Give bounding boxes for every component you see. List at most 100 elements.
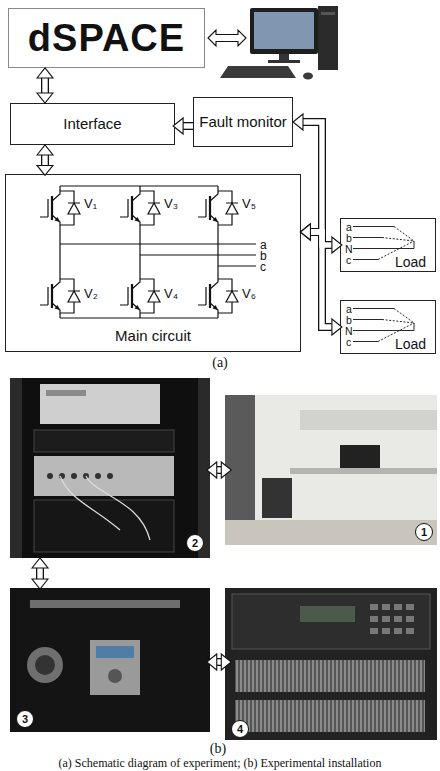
connector-outlines: [40, 78, 332, 662]
load-bank-photo: [382, 604, 390, 610]
hollow-arrow: [37, 568, 42, 579]
rack-photo: [34, 456, 174, 496]
terminal-label: b: [346, 233, 352, 244]
switch-label: V₂: [84, 287, 98, 301]
rack-photo: [40, 384, 160, 424]
hollow-arrow: [217, 659, 222, 664]
converter-photo: [96, 646, 134, 658]
hollow-arrow: [42, 155, 47, 165]
box-label: Load: [395, 336, 426, 352]
computer-illustration: [279, 54, 289, 61]
panel-label: (b): [198, 741, 238, 757]
rack-photo: [10, 378, 210, 558]
box-label: Fault monitor: [199, 113, 287, 130]
rack-photo: [59, 473, 65, 479]
photo-panel: 2: [10, 378, 210, 558]
lab-photo: [225, 520, 437, 545]
connectors: [40, 78, 332, 662]
connector-outline: [36, 568, 44, 579]
load-bank-photo: [394, 628, 402, 634]
callout-number: 2: [186, 534, 204, 552]
converter-photo: [108, 669, 122, 683]
load-bank-photo: [394, 604, 402, 610]
rack-photo: [60, 476, 150, 540]
converter-photo: [35, 655, 55, 675]
connector-outline: [310, 232, 331, 245]
load-bank-photo: [382, 616, 390, 622]
rack-photo: [95, 473, 101, 479]
hollow-arrow: [183, 123, 193, 128]
computer-illustration: [321, 12, 335, 15]
lab-photo: [340, 445, 380, 468]
box-label: Interface: [63, 115, 121, 132]
hollow-arrow: [217, 467, 222, 472]
terminal-label: N: [345, 244, 353, 255]
inverter-bridge: [198, 274, 238, 318]
connector-outline: [310, 232, 331, 327]
switch-label: V₄: [164, 287, 178, 301]
load-bank-photo: [225, 588, 437, 740]
load-bank-photo: [406, 616, 414, 622]
inverter-bridge: [60, 186, 218, 318]
computer-illustration: [254, 12, 314, 49]
lab-photo: [290, 468, 437, 474]
load-bank-photo: [382, 628, 390, 634]
hollow-arrow: [310, 232, 331, 327]
load-bank-photo: [370, 616, 378, 622]
load-bank-photo: [406, 604, 414, 610]
box-label: Main circuit: [6, 327, 300, 344]
star-load: [353, 227, 414, 342]
phase-label: c: [260, 261, 266, 273]
computer-illustration: [318, 6, 338, 70]
converter-photo: [27, 647, 63, 683]
lab-photo: [225, 395, 437, 545]
connector-outline: [183, 122, 193, 130]
rack-photo: [107, 473, 113, 479]
converter-photo: [10, 588, 210, 732]
photo-panel: 4: [225, 588, 437, 740]
lab-photo: [225, 395, 437, 545]
rack-photo: [22, 378, 198, 558]
box-label: Load: [395, 254, 426, 270]
interface-box: Interface: [10, 103, 175, 145]
load-bank-photo: [370, 628, 378, 634]
load-bank-photo: [235, 660, 425, 692]
computer-illustration: [268, 60, 300, 63]
photo-panel: 3: [10, 588, 210, 732]
rack-photo: [34, 500, 174, 552]
converter-photo: [30, 600, 180, 608]
callout-number: 1: [415, 523, 433, 541]
inverter-bridge: [40, 186, 256, 318]
load-bank-photo: [235, 700, 425, 732]
callout-number: 3: [16, 710, 34, 728]
load-bank-photo: [394, 616, 402, 622]
connector-outline: [303, 122, 322, 232]
callout-number: 4: [231, 720, 249, 738]
inverter-bridge: [60, 244, 256, 266]
switch-label: V₆: [242, 287, 256, 301]
hollow-arrow: [303, 122, 322, 232]
lab-photo: [300, 410, 437, 430]
hollow-arrow: [42, 78, 47, 93]
inverter-bridge: [60, 230, 218, 274]
inverter-bridge: [40, 274, 80, 318]
panel-label: (a): [200, 355, 240, 371]
terminal-label: c: [346, 255, 351, 266]
lab-photo: [262, 478, 292, 518]
switch-label: V₅: [242, 197, 256, 211]
inverter-bridge: [198, 186, 238, 230]
switch-label: V₁: [84, 197, 97, 211]
rack-photo: [10, 378, 210, 558]
inverter-bridge: [120, 274, 160, 318]
load-box: abNc Load: [340, 218, 436, 272]
computer-illustration: [220, 66, 296, 78]
hollow-arrow: [310, 232, 331, 245]
switch-label: V₃: [164, 197, 178, 211]
terminal-label: a: [346, 304, 352, 315]
terminal-label: a: [346, 222, 352, 233]
rack-photo: [71, 473, 77, 479]
connector-outline: [217, 658, 222, 666]
converter-photo: [10, 588, 210, 732]
load-box: abNcLoad: [340, 300, 436, 354]
